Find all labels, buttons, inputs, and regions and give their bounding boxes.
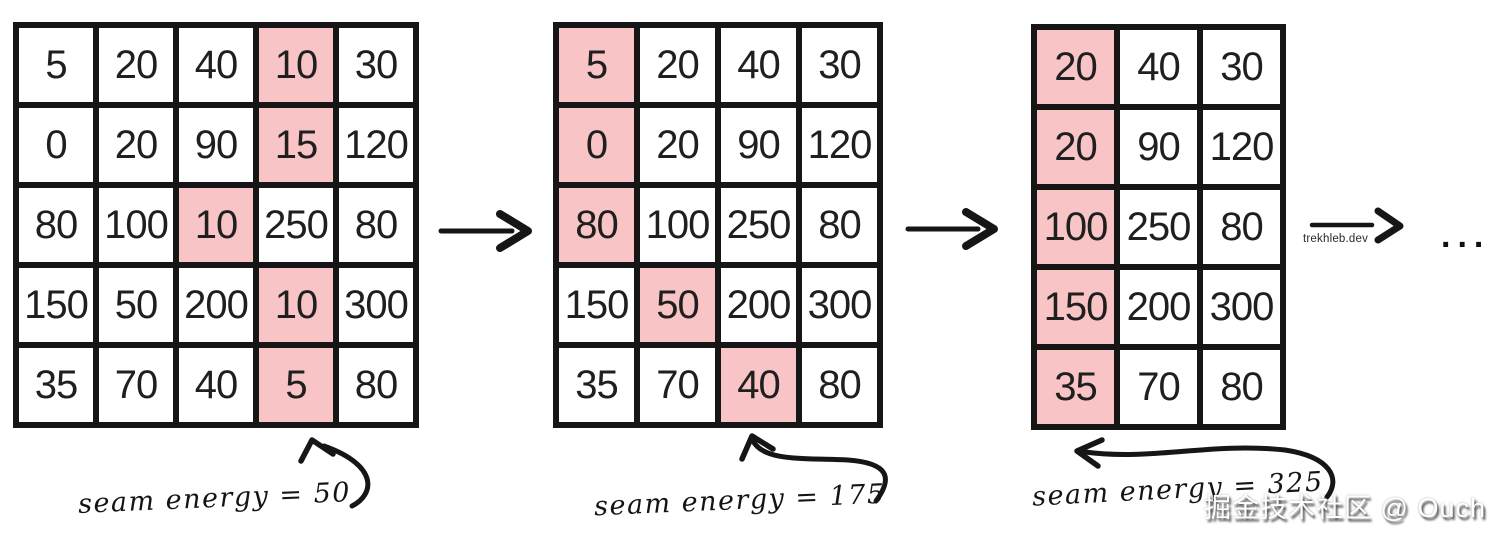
community-watermark: 掘金技术社区 @ Ouch <box>1204 493 1486 523</box>
seam-cell: 20 <box>1034 27 1117 107</box>
grid-cell: 40 <box>1117 27 1200 107</box>
grid-cell: 120 <box>336 105 416 185</box>
right-arrow-icon-step2 <box>905 208 998 250</box>
seam-cell: 5 <box>556 25 637 105</box>
seam-cell: 10 <box>176 185 256 265</box>
site-watermark: trekhleb.dev <box>1303 233 1369 245</box>
grid-cell: 90 <box>1117 107 1200 187</box>
seam-cell: 150 <box>1034 267 1117 347</box>
grid-cell: 80 <box>799 345 880 425</box>
grid-cell: 40 <box>176 25 256 105</box>
grid-cell: 35 <box>16 345 96 425</box>
grid-cell: 80 <box>336 345 416 425</box>
seam-energy-text-1: seam energy = 50 <box>77 477 352 520</box>
grid-cell: 120 <box>1200 107 1283 187</box>
seam-cell: 40 <box>718 345 799 425</box>
grid-cell: 90 <box>718 105 799 185</box>
ellipsis-icon: ... <box>1441 217 1491 255</box>
grid-cell: 250 <box>1117 187 1200 267</box>
grid-cell: 40 <box>718 25 799 105</box>
grid-cell: 80 <box>16 185 96 265</box>
grid-cell: 80 <box>336 185 416 265</box>
grid-cell: 100 <box>96 185 176 265</box>
seam-cell: 15 <box>256 105 336 185</box>
grid-cell: 20 <box>637 25 718 105</box>
grid-cell: 40 <box>176 345 256 425</box>
seam-cell: 80 <box>556 185 637 265</box>
seam-cell: 100 <box>1034 187 1117 267</box>
seam-cell: 0 <box>556 105 637 185</box>
grid-cell: 80 <box>1200 347 1283 427</box>
grid-cell: 200 <box>1117 267 1200 347</box>
grid-cell: 120 <box>799 105 880 185</box>
grid-cell: 70 <box>637 345 718 425</box>
grid-cell: 90 <box>176 105 256 185</box>
seam-energy-caption-1: seam energy = 50 <box>77 477 351 520</box>
grid-cell: 300 <box>336 265 416 345</box>
grid-cell: 100 <box>637 185 718 265</box>
grid-cell: 300 <box>799 265 880 345</box>
grid-cell: 200 <box>176 265 256 345</box>
seam-cell: 10 <box>256 265 336 345</box>
grid-cell: 0 <box>16 105 96 185</box>
grid-cell: 250 <box>256 185 336 265</box>
grid-cell: 70 <box>1117 347 1200 427</box>
seam-cell: 5 <box>256 345 336 425</box>
grid-cell: 30 <box>336 25 416 105</box>
seam-energy-caption-2: seam energy = 175 <box>593 479 886 523</box>
grid-cell: 20 <box>637 105 718 185</box>
grid-cell: 20 <box>96 105 176 185</box>
grid-cell: 80 <box>1200 187 1283 267</box>
grid-cell: 30 <box>1200 27 1283 107</box>
seam-energy-text-2: seam energy = 175 <box>593 478 887 523</box>
grid-cell: 250 <box>718 185 799 265</box>
grid-cell: 30 <box>799 25 880 105</box>
grid-cell: 200 <box>718 265 799 345</box>
seam-cell: 10 <box>256 25 336 105</box>
seam-cell: 50 <box>637 265 718 345</box>
right-arrow-icon-step1 <box>438 210 532 252</box>
grid-cell: 150 <box>556 265 637 345</box>
grid-cell: 70 <box>96 345 176 425</box>
grid-cell: 20 <box>96 25 176 105</box>
seam-cell: 20 <box>1034 107 1117 187</box>
grid-cell: 5 <box>16 25 96 105</box>
grid-cell: 150 <box>16 265 96 345</box>
grid-cell: 80 <box>799 185 880 265</box>
grid-cell: 300 <box>1200 267 1283 347</box>
grid-cell: 35 <box>556 345 637 425</box>
seam-cell: 35 <box>1034 347 1117 427</box>
grid-cell: 50 <box>96 265 176 345</box>
